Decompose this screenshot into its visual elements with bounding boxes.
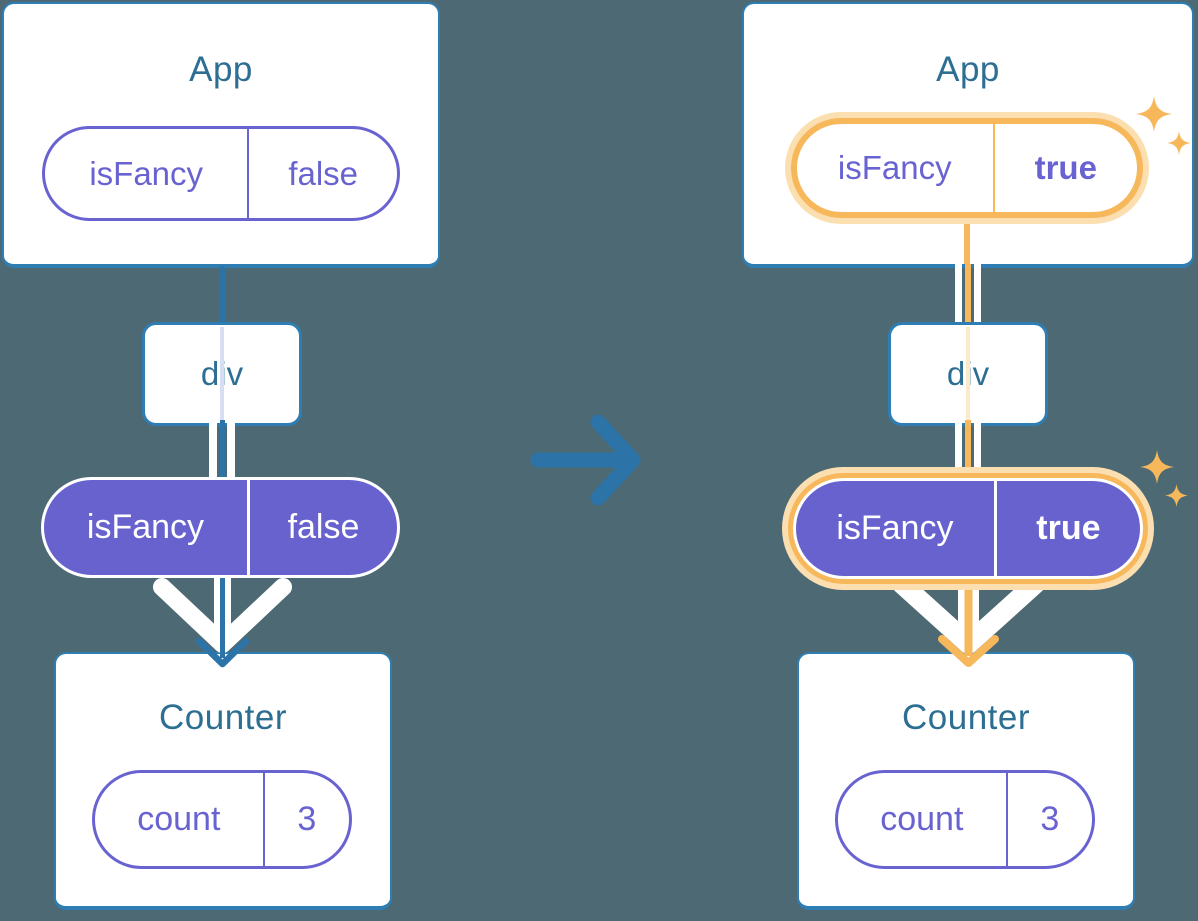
before-wire-app-to-div <box>220 266 225 324</box>
after-div-box: div <box>888 322 1048 426</box>
after-counter-state-pill: count 3 <box>835 770 1095 869</box>
before-counter-state-pill: count 3 <box>92 770 352 869</box>
after-app-card: App isFancy true <box>742 2 1194 268</box>
before-prop-arrow <box>153 578 292 668</box>
prop-value-label: true <box>1036 509 1101 547</box>
after-app-title: App <box>936 50 1000 89</box>
before-app-title: App <box>189 50 253 89</box>
sparkle-icon <box>1136 96 1172 132</box>
after-app-prop-pill: isFancy true <box>791 118 1143 218</box>
before-wire-div-to-pill <box>209 420 235 478</box>
after-counter-title: Counter <box>901 698 1031 737</box>
prop-name-label: isFancy <box>797 124 995 212</box>
after-wire-stub <box>964 194 970 264</box>
prop-name-label: isFancy <box>45 129 250 218</box>
before-app-card: App isFancy false <box>2 2 440 268</box>
prop-name-label: isFancy <box>796 481 997 576</box>
before-div-box: div <box>142 322 302 426</box>
before-passed-prop-pill: isFancy false <box>41 477 400 578</box>
before-prop-trace-line <box>220 327 224 421</box>
sparkle-icon <box>1140 450 1174 484</box>
prop-name-label: isFancy <box>44 480 250 575</box>
after-wire-div-to-pill <box>955 420 981 468</box>
after-counter-card: Counter count 3 <box>797 652 1135 910</box>
sparkle-icon <box>1167 131 1191 155</box>
after-prop-trace-line <box>966 327 970 421</box>
after-passed-prop-pill: isFancy true <box>793 478 1143 579</box>
state-value-label: 3 <box>297 800 317 838</box>
state-name-label: count <box>838 773 1008 866</box>
sparkle-icon <box>1165 484 1188 507</box>
before-counter-title: Counter <box>158 698 288 737</box>
after-prop-arrow <box>892 578 1045 667</box>
state-name-label: count <box>95 773 265 866</box>
prop-value-label: true <box>1034 149 1097 186</box>
prop-value-label: false <box>288 154 359 192</box>
state-value-label: 3 <box>1040 800 1060 838</box>
after-wire-app-to-div <box>955 264 981 324</box>
before-app-prop-pill: isFancy false <box>42 126 400 221</box>
prop-value-label: false <box>287 508 360 546</box>
before-counter-card: Counter count 3 <box>54 652 392 910</box>
transition-arrow-icon <box>530 414 641 506</box>
